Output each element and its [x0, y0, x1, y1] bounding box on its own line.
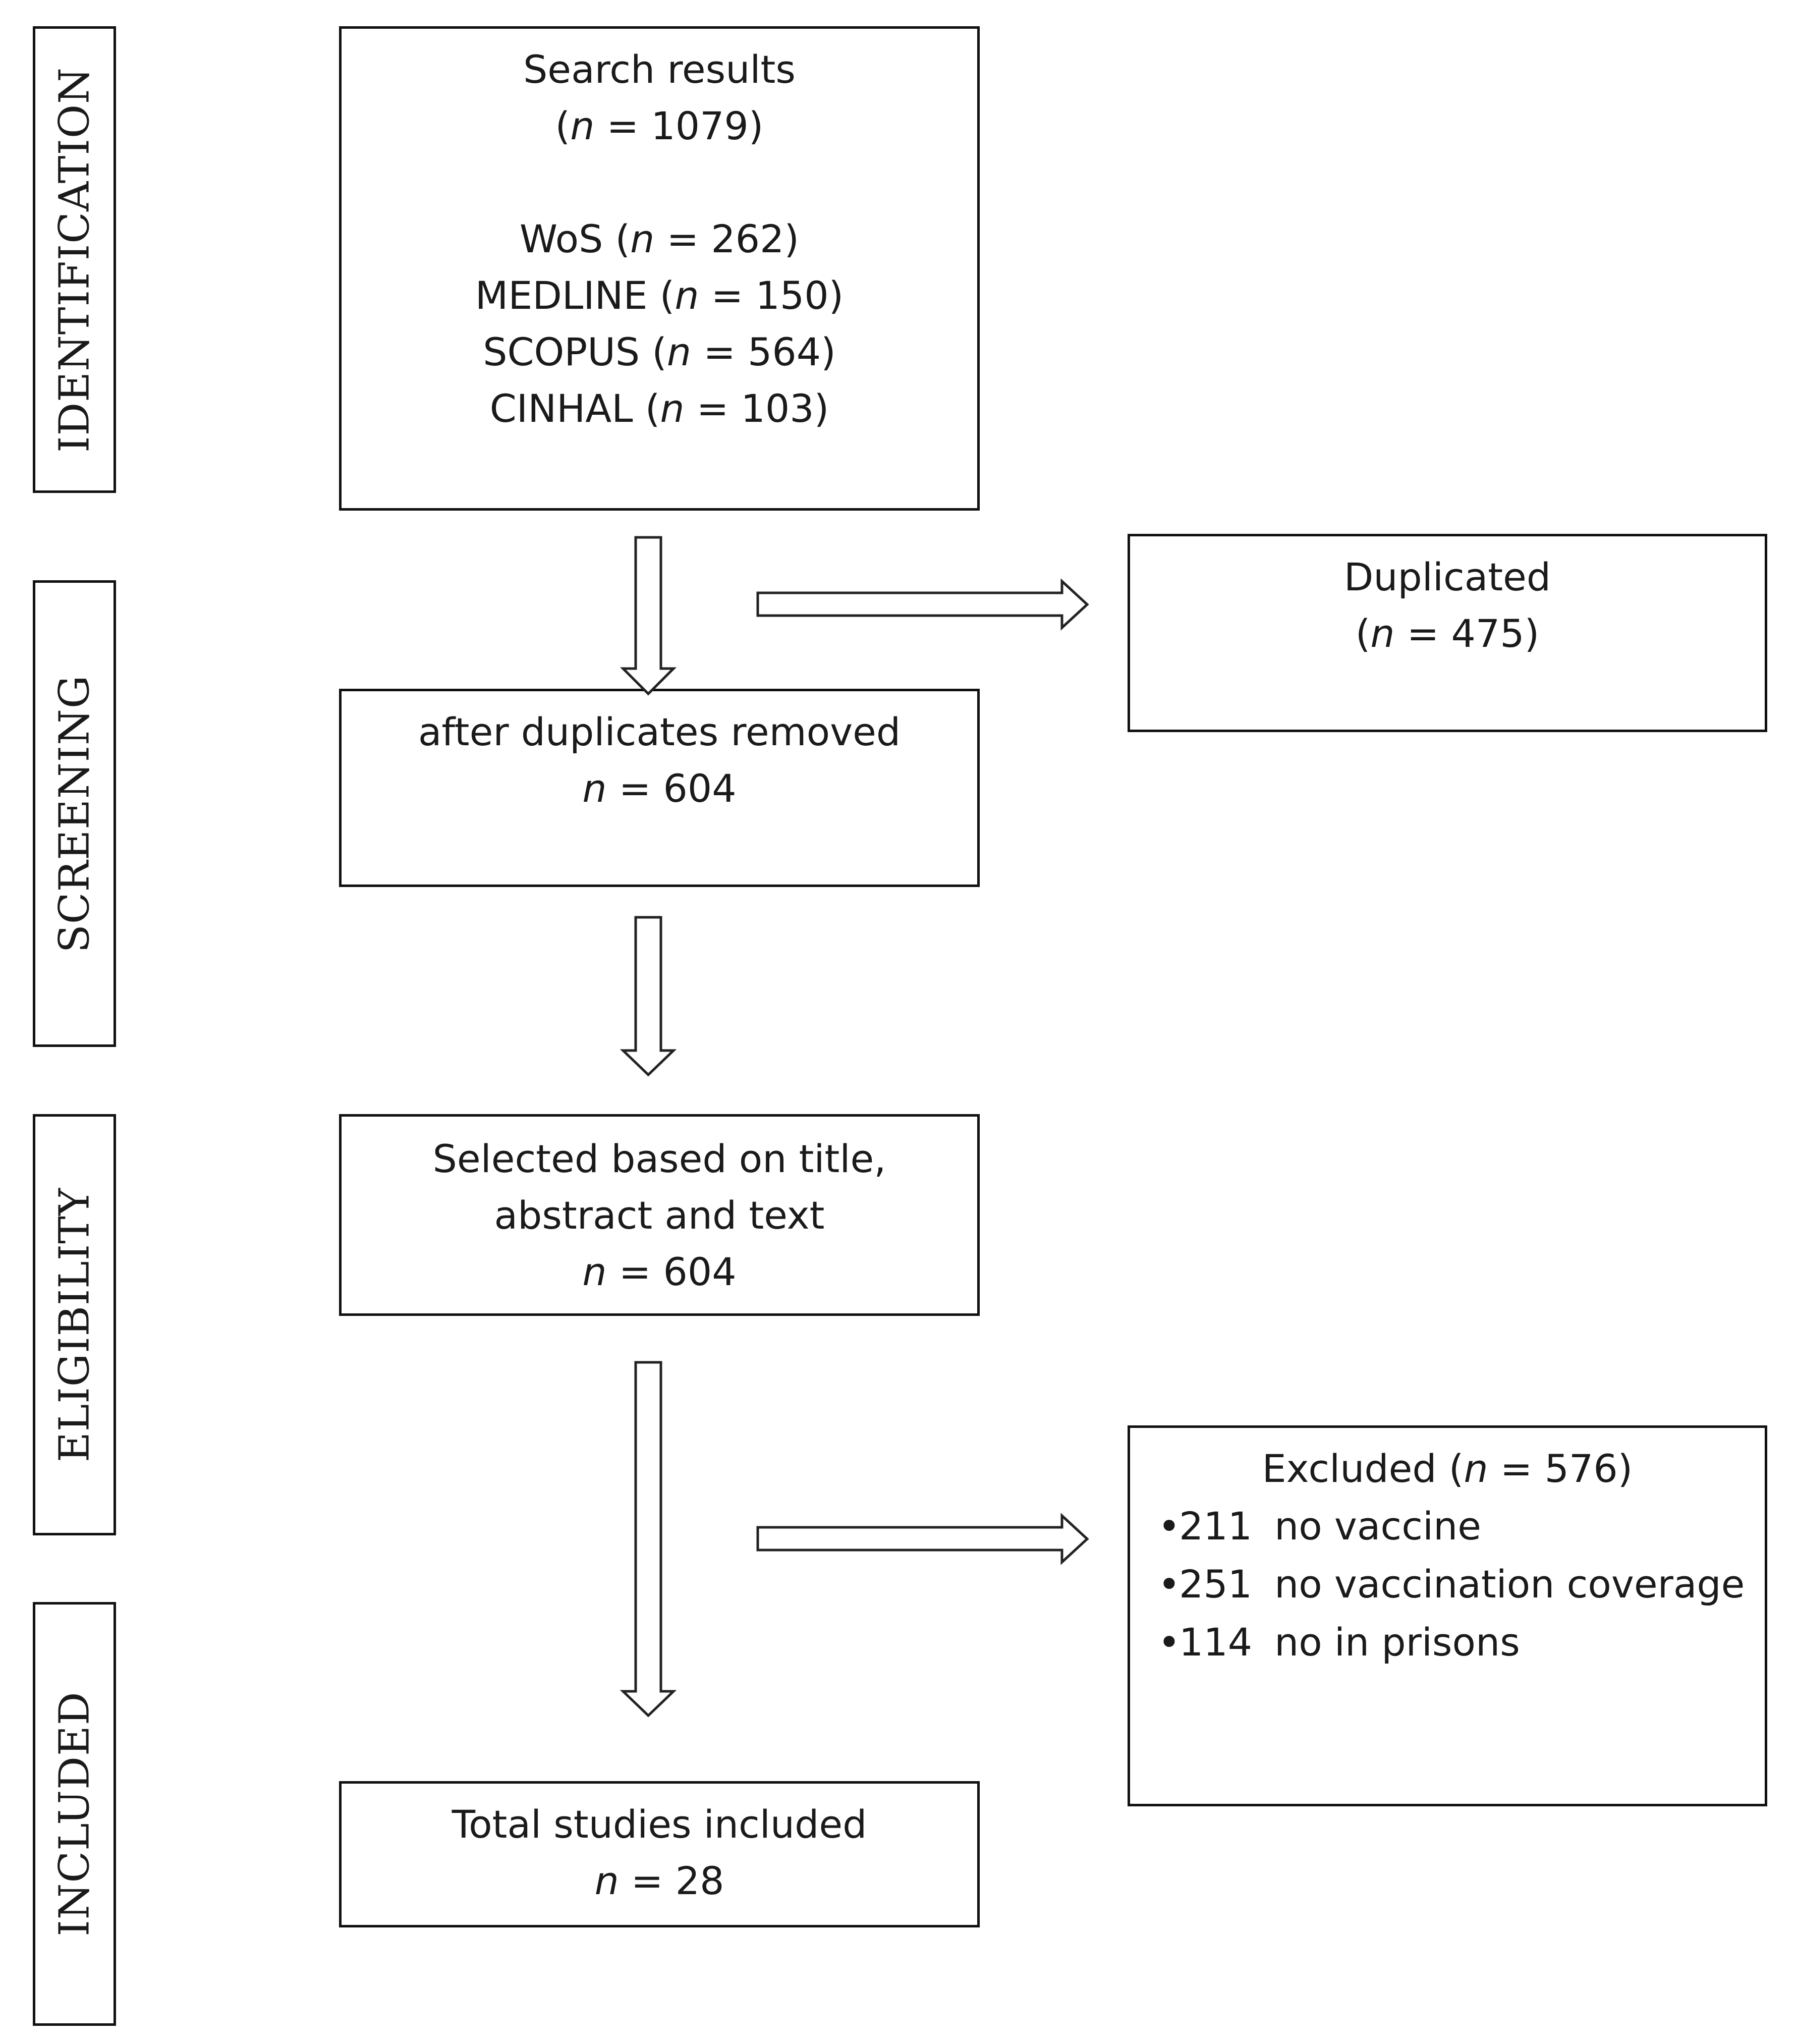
search-results-title: Search results — [523, 47, 796, 92]
after-duplicates-count: n = 604 — [582, 766, 737, 811]
selected-line2: abstract and text — [494, 1193, 825, 1238]
duplicated-title: Duplicated — [1343, 555, 1551, 599]
source-wos: WoS (n = 262) — [519, 216, 800, 261]
source-cinhal: CINHAL (n = 103) — [489, 386, 829, 431]
stage-included: INCLUDED — [33, 1602, 116, 2026]
duplicated-box: Duplicated (n = 475) — [1128, 534, 1767, 732]
after-duplicates-title: after duplicates removed — [418, 709, 901, 754]
selected-box: Selected based on title, abstract and te… — [339, 1114, 980, 1316]
search-results-box: Search results (n = 1079) WoS (n = 262) … — [339, 26, 980, 511]
duplicated-count: (n = 475) — [1355, 611, 1540, 656]
stage-eligibility: ELIGIBILITY — [33, 1114, 116, 1535]
source-medline: MEDLINE (n = 150) — [475, 273, 844, 318]
source-scopus: SCOPUS (n = 564) — [483, 329, 836, 374]
total-included-title: Total studies included — [452, 1802, 867, 1847]
after-duplicates-box: after duplicates removed n = 604 — [339, 689, 980, 887]
stage-screening: SCREENING — [33, 580, 116, 1047]
total-included-box: Total studies included n = 28 — [339, 1781, 980, 1927]
selected-count: n = 604 — [582, 1249, 737, 1294]
right-arrow-1 — [756, 578, 1089, 631]
down-arrow-1 — [620, 536, 677, 696]
search-results-total: (n = 1079) — [555, 103, 764, 148]
excluded-title: Excluded (n = 576) — [1262, 1446, 1633, 1491]
stage-identification: IDENTIFICATION — [33, 26, 116, 493]
total-included-count: n = 28 — [594, 1858, 724, 1903]
down-arrow-2 — [620, 916, 677, 1077]
selected-line1: Selected based on title, — [432, 1136, 886, 1181]
down-arrow-3 — [620, 1361, 677, 1718]
right-arrow-2 — [756, 1513, 1089, 1565]
